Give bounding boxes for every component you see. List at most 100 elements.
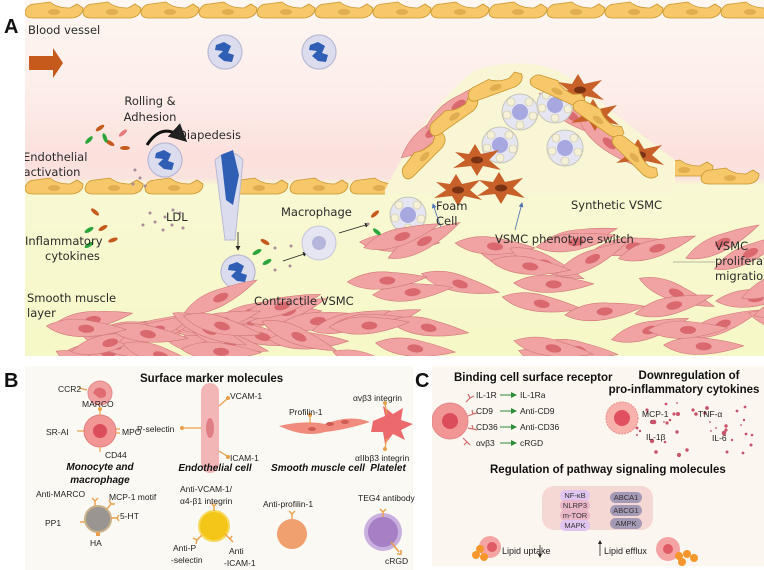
cytokine-dot — [646, 412, 648, 414]
leukocyte-icon — [207, 34, 243, 70]
cytokine-dot — [685, 448, 689, 452]
ligand-crgd: cRGD — [385, 556, 409, 566]
label-foam: Foam — [436, 199, 468, 213]
label-inflammatory: Inflammatory — [25, 234, 103, 248]
label-layer: layer — [27, 306, 56, 320]
label-synthetic-vsmc: Synthetic VSMC — [571, 198, 663, 212]
cytokine-dot — [743, 405, 747, 409]
cytokine-dot — [750, 433, 754, 437]
pathway-abcg1: ABCG1 — [610, 505, 642, 516]
platelet-icon — [371, 406, 413, 444]
vsmc-cell-icon — [563, 298, 646, 324]
heading-endothelial: Endothelial cell — [178, 463, 252, 474]
ligand-anti: Anti — [229, 546, 244, 556]
cytokine-dot — [703, 411, 707, 415]
ligand-5ht: 5-HT — [120, 511, 139, 521]
heading-platelet: Platelet — [370, 463, 406, 474]
macrophage-icon — [83, 414, 117, 448]
marker-p-selectin: P-selectin — [137, 424, 175, 434]
ligand-teg4: TEG4 antibody — [358, 493, 415, 503]
binding-title: Binding cell surface receptor — [454, 372, 613, 384]
pathway-ampk: AMPK — [610, 518, 642, 529]
cytokine-dot — [741, 451, 745, 455]
cytokine-dot — [724, 424, 728, 428]
marker-sr-ai: SR-AI — [46, 427, 69, 437]
smooth-muscle-layer — [45, 215, 764, 356]
nanoparticle-gray-icon — [84, 505, 112, 533]
marker-profilin1: Profilin-1 — [289, 407, 323, 417]
ligand-crgd: cRGD — [520, 438, 544, 448]
binding-arrows — [500, 392, 517, 446]
pathway-nfkb: NF-κB — [560, 490, 590, 501]
macrophage-icon — [301, 225, 337, 261]
label-cell: Cell — [436, 214, 458, 228]
marker-vcam1: VCAM-1 — [230, 391, 263, 401]
cytokine-dot — [740, 424, 742, 426]
panel-c-mechanisms: Binding cell surface receptor IL-1R IL-1… — [432, 366, 764, 566]
cytokine-dot — [730, 438, 734, 442]
cytokine-dot — [638, 429, 642, 433]
leukocyte-icon — [301, 34, 337, 70]
cytokine-dot — [676, 402, 678, 404]
downregulation-title-2: pro-inflammatory cytokines — [608, 384, 760, 396]
ligand-pp1: PP1 — [45, 518, 62, 528]
lipid-uptake-cell-icon — [472, 536, 501, 561]
cytokine-dot — [705, 406, 709, 410]
cytokine-dot — [709, 421, 711, 423]
cytokine-dots — [635, 402, 754, 458]
ligand-anti-marco: Anti-MARCO — [36, 489, 86, 499]
ligand-icam1: -ICAM-1 — [224, 558, 256, 568]
cytokine-dot — [725, 450, 729, 454]
diapedesis-leukocyte-icon — [214, 150, 244, 241]
ligand-anti-vcam1: Anti-VCAM-1/ — [180, 484, 232, 494]
cytokine-dot — [691, 408, 695, 412]
ligand-mcp1-motif: MCP-1 motif — [109, 492, 157, 502]
ligand-il1ra: IL-1Ra — [520, 390, 546, 400]
cytokine-mcp1: MCP-1 — [642, 409, 669, 419]
label-contractile-vsmc: Contractile VSMC — [254, 294, 354, 308]
cytokine-dot — [664, 402, 668, 406]
cytokine-dot — [663, 421, 665, 423]
cytokine-dot — [663, 440, 667, 444]
cytokine-dot — [636, 434, 638, 436]
cytokine-dot — [675, 430, 679, 434]
marker-mpo: MPO — [122, 427, 142, 437]
cytokine-il1b: IL-1β — [646, 432, 666, 442]
label-adhesion: Adhesion — [123, 110, 177, 124]
receptor-cd9: CD9 — [476, 406, 494, 416]
marker-marco: MARCO — [82, 399, 114, 409]
cytokine-dot — [672, 412, 676, 416]
lipid-efflux-cell-icon — [656, 537, 698, 566]
panel-a-illustration — [25, 1, 764, 356]
panel-c-letter: C — [415, 370, 430, 392]
cytokine-dot — [735, 409, 739, 413]
marker-avb3: αvβ3 integrin — [353, 393, 403, 403]
ligand-ha: HA — [90, 538, 102, 548]
cytokine-dot — [710, 430, 712, 432]
nanoparticle-yellow-icon — [198, 510, 230, 542]
rolling-arrow-icon — [145, 123, 188, 146]
marker-cd44: CD44 — [105, 450, 127, 460]
cytokine-dot — [721, 430, 727, 436]
cytokine-dot — [676, 412, 680, 416]
cytokine-dot — [651, 419, 657, 425]
top-endothelium — [25, 1, 764, 19]
label-cytokines: cytokines — [45, 249, 100, 263]
label-macrophage: Macrophage — [281, 205, 352, 219]
plaque — [385, 63, 675, 196]
cytokine-dot — [724, 428, 728, 432]
label-lipid-uptake: Lipid uptake — [502, 546, 551, 556]
cytokine-dot — [694, 412, 698, 416]
cytokine-tnfa: TNF-α — [698, 409, 723, 419]
vsmc-cell-icon — [373, 333, 457, 356]
ligand-a4b1-integrin: α4-β1 integrin — [180, 496, 233, 506]
cytokine-dot — [654, 450, 658, 454]
receptor-il1r: IL-1R — [476, 390, 497, 400]
smooth-muscle-cell-icon — [279, 418, 370, 434]
cytokine-dot — [749, 443, 753, 447]
panel-a-atherosclerosis-diagram: Blood vessel Rolling & Adhesion Diapedes… — [25, 0, 764, 356]
pathway-title: Regulation of pathway signaling molecule… — [490, 464, 726, 476]
label-vsmc: VSMC — [715, 239, 749, 253]
label-vsmc-phenotype-switch: VSMC phenotype switch — [495, 232, 634, 246]
ldl-particles-icon — [131, 168, 370, 272]
